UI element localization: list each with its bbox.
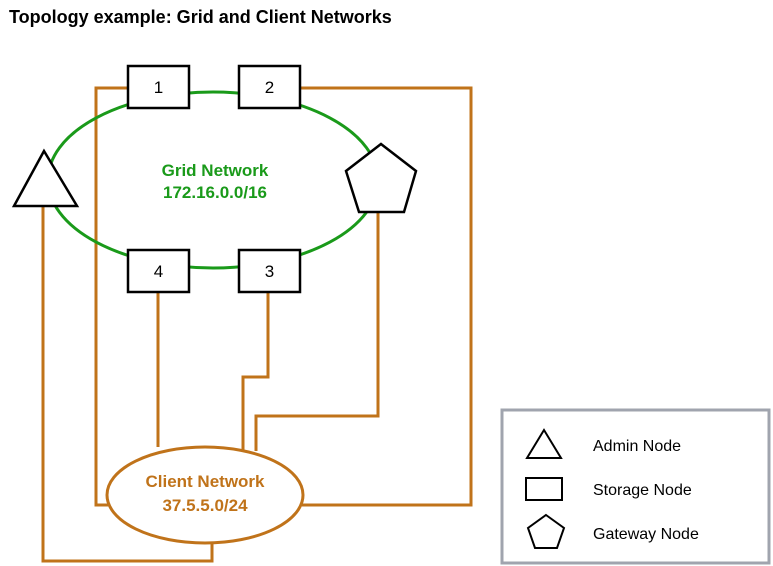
link-storage-2-client [300, 86, 473, 507]
storage-node-3[interactable]: 3 [237, 248, 302, 294]
legend: Admin Node Storage Node Gateway Node [500, 408, 771, 565]
storage-node-1-label: 1 [154, 78, 163, 97]
link-gateway-client [254, 212, 380, 451]
storage-node-2-label: 2 [265, 78, 274, 97]
client-network-ellipse [105, 445, 305, 545]
square-icon [237, 64, 302, 110]
grid-network-subnet: 172.16.0.0/16 [163, 183, 267, 202]
legend-admin-label: Admin Node [593, 438, 681, 455]
legend-item-admin: Admin Node [525, 428, 681, 459]
link-storage-3-client [241, 290, 270, 453]
storage-node-4-label: 4 [154, 262, 163, 281]
admin-node[interactable] [11, 148, 80, 208]
triangle-icon [525, 428, 563, 459]
legend-storage-label: Storage Node [593, 482, 692, 499]
diagram-title: Topology example: Grid and Client Networ… [9, 7, 392, 27]
square-icon [525, 477, 563, 501]
legend-gateway-label: Gateway Node [593, 526, 699, 543]
link-storage-1-client [94, 86, 128, 507]
legend-item-storage: Storage Node [525, 477, 692, 501]
pentagon-icon [526, 513, 566, 549]
client-network-links [41, 86, 473, 563]
client-network-subnet: 37.5.5.0/24 [162, 496, 248, 515]
square-icon [126, 248, 191, 294]
gateway-node[interactable] [344, 142, 418, 214]
storage-node-2[interactable]: 2 [237, 64, 302, 110]
triangle-icon [11, 148, 80, 208]
square-icon [126, 64, 191, 110]
storage-node-3-label: 3 [265, 262, 274, 281]
square-icon [237, 248, 302, 294]
link-admin-client [41, 207, 214, 563]
pentagon-icon [344, 142, 418, 214]
grid-network-name: Grid Network [162, 161, 269, 180]
storage-node-1[interactable]: 1 [126, 64, 191, 110]
storage-node-4[interactable]: 4 [126, 248, 191, 294]
client-network-name: Client Network [145, 472, 265, 491]
legend-item-gateway: Gateway Node [526, 513, 699, 549]
